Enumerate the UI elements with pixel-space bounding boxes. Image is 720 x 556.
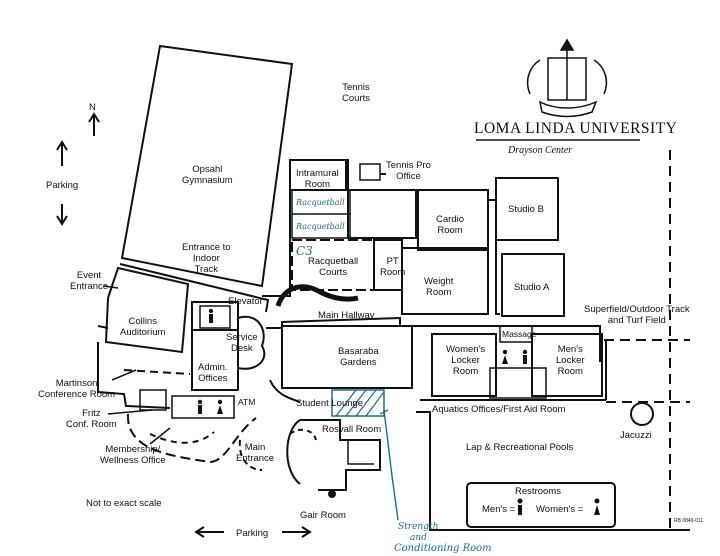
tennis-courts-label: Tennis Courts: [342, 82, 370, 104]
main-hallway-label: Main Hallway: [318, 310, 375, 321]
restroom-legend: [466, 482, 616, 528]
intramural-room-label: Intramural Room: [296, 168, 339, 190]
mens-locker: [531, 333, 603, 397]
university-name: LOMA LINDA UNIVERSITY: [474, 120, 678, 137]
fritz-label: Fritz Conf. Room: [66, 408, 117, 430]
gymnasium-outline: [120, 44, 294, 288]
north-label: N: [89, 102, 96, 113]
jacuzzi-label: Jacuzzi: [620, 430, 652, 441]
superfield-label: Superfield/Outdoor Track and Turf Field: [584, 304, 690, 326]
facility-name: Drayson Center: [508, 145, 573, 156]
massage-label: Massage: [502, 329, 537, 339]
legend-icons: [517, 498, 600, 515]
gair-room-label: Gair Room: [300, 510, 346, 521]
restroom-icons: [197, 308, 528, 414]
weight-room: [401, 247, 489, 315]
student-lounge-label: Student Lounge: [296, 398, 364, 409]
auditorium-outline: [104, 266, 190, 354]
west-wall: [119, 263, 270, 313]
gymnasium-label: Opsahl Gymnasium: [182, 164, 233, 186]
event-entrance-label: Event Entrance: [70, 270, 109, 292]
parking-south-label: Parking: [236, 528, 269, 539]
admin-offices-label: Admin. Offices: [198, 362, 228, 384]
membership-label: Membership/ Wellness Office: [100, 444, 166, 466]
atm-label: ATM: [238, 397, 256, 407]
service-desk-label: Service Desk: [226, 332, 258, 354]
handwritten-strength: Strength: [398, 522, 439, 532]
aquatics-offices-label: Aquatics Offices/First Aid Room: [432, 404, 566, 415]
legend-womens: Women's =: [536, 504, 584, 515]
basaraba-gardens: [281, 325, 413, 389]
studio-a-label: Studio A: [514, 282, 550, 293]
racquetball-courts-label: Racquetball Courts: [308, 256, 359, 278]
cardio-room-label: Cardio Room: [436, 214, 464, 236]
handwritten-conditioning-room: Conditioning Room: [394, 543, 492, 554]
lap-pools-label: Lap & Recreational Pools: [466, 442, 574, 453]
pt-room-label: PT Room: [380, 256, 406, 278]
womens-locker: [431, 333, 497, 397]
handwritten-racquetball-1: Racquetball: [296, 198, 345, 207]
elevator-label: Elevator: [228, 296, 263, 307]
collins-auditorium-label: Collins Auditorium: [120, 316, 166, 338]
restrooms-legend-title: Restrooms: [515, 486, 561, 497]
service-desk-area: [191, 301, 239, 391]
entrance-indoor-track-label: Entrance to Indoor Track: [182, 242, 231, 275]
jacuzzi: [630, 402, 654, 426]
rosvall-room-label: Rosvall Room: [322, 424, 382, 435]
handwritten-and: and: [410, 533, 427, 543]
curved-ramp: [275, 284, 359, 307]
document-code: RB 0849-011: [674, 518, 704, 524]
parking-west-label: Parking: [46, 180, 79, 191]
main-entrance-label: Main Entrance: [236, 442, 275, 464]
womens-locker-label: Women's Locker Room: [446, 344, 486, 377]
university-seal: [526, 38, 608, 118]
basaraba-gardens-label: Basaraba Gardens: [338, 346, 379, 368]
handwritten-c3: C3: [296, 244, 313, 258]
cardio-room: [417, 189, 489, 251]
studio-a: [501, 253, 565, 317]
legend-mens: Men's =: [482, 504, 516, 515]
service-desk-curve: [237, 315, 266, 370]
martinson-label: Martinson Conference Room: [38, 378, 116, 400]
student-lounge: [331, 389, 385, 417]
tennis-pro-office-label: Tennis Pro Office: [386, 160, 431, 182]
handwritten-racquetball-2: Racquetball: [296, 222, 345, 231]
not-to-scale-note: Not to exact scale: [86, 498, 162, 509]
weight-room-label: Weight Room: [424, 276, 454, 298]
mens-locker-label: Men's Locker Room: [556, 344, 585, 377]
studio-b-label: Studio B: [508, 204, 544, 215]
